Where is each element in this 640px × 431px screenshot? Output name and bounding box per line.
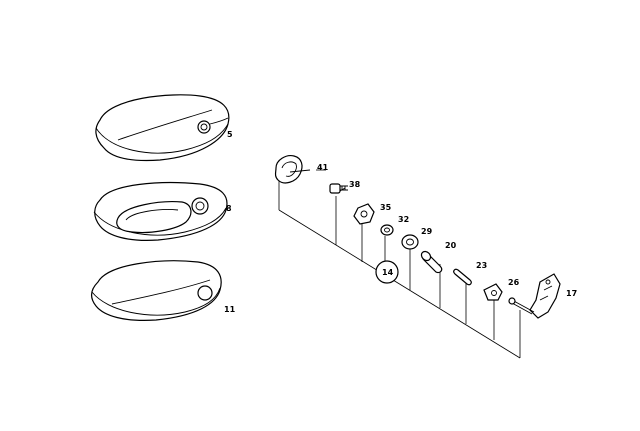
leader-lines [278,169,521,359]
callout-11: 11 [224,305,236,314]
callout-29: 29 [421,227,433,236]
callout-20: 20 [445,241,457,250]
handle-cover-part-8 [93,181,228,241]
callout-23: 23 [476,261,487,270]
callout-38: 38 [349,180,361,189]
plate-part-26 [483,283,503,301]
kit-callout-14 [375,260,399,284]
bracket-part-17 [508,273,561,319]
callout-5: 5 [227,130,233,139]
callout-17: 17 [566,289,577,298]
bushing-part-20 [420,250,443,274]
callout-35: 35 [380,203,392,212]
handle-cover-part-11 [90,260,222,321]
callout-14: 14 [382,268,394,277]
callout-8: 8 [226,204,232,213]
screw-part-38 [329,183,348,194]
callout-32: 32 [398,215,409,224]
pin-part-23 [453,268,472,286]
nut-part-35 [353,203,375,225]
clip-part-41 [274,155,311,184]
washer-part-29 [401,234,419,250]
handle-cover-part-5 [95,94,230,162]
washer-part-32 [380,224,394,236]
callout-26: 26 [508,278,520,287]
callout-41: 41 [317,163,329,172]
